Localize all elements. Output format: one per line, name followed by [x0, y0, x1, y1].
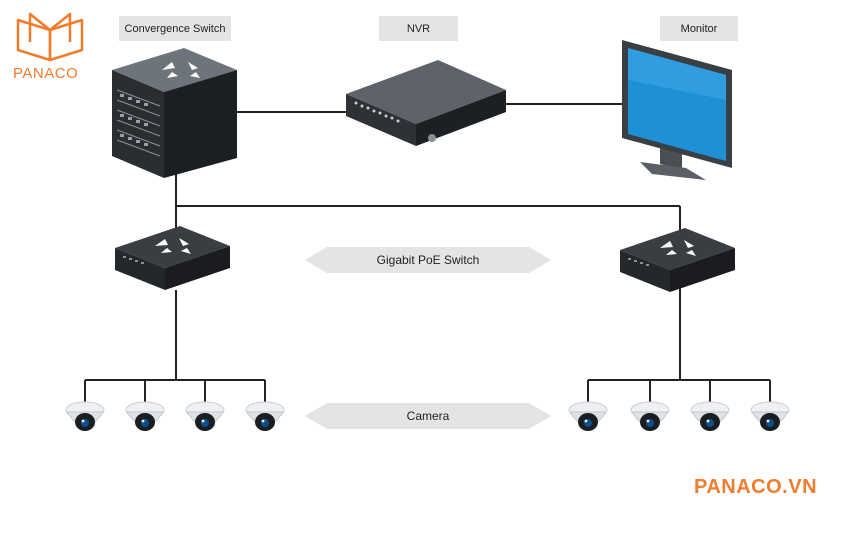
- dome-camera-icon: [185, 400, 225, 436]
- dome-camera-icon: [568, 400, 608, 436]
- panaco-logo: PANACO: [10, 10, 90, 85]
- double-arrow-shape: [305, 403, 551, 429]
- monitor-label: Monitor: [660, 16, 738, 41]
- poe-switch-icon: [620, 228, 735, 292]
- dome-camera-icon: [125, 400, 165, 436]
- brand-url: PANACO.VN: [694, 476, 818, 498]
- dome-camera-icon: [750, 400, 790, 436]
- convergence-switch-icon: [112, 48, 237, 178]
- gigabit-poe-switch-label: Gigabit PoE Switch: [305, 247, 551, 273]
- dome-camera-icon: [245, 400, 285, 436]
- nvr-label: NVR: [379, 16, 458, 41]
- camera-label: Camera: [305, 403, 551, 429]
- logo-text: PANACO: [13, 65, 79, 82]
- poe-switch-icon: [115, 226, 230, 290]
- convergence-switch-label: Convergence Switch: [119, 16, 231, 41]
- dome-camera-icon: [690, 400, 730, 436]
- dome-camera-icon: [65, 400, 105, 436]
- double-arrow-shape: [305, 247, 551, 273]
- dome-camera-icon: [630, 400, 670, 436]
- open-book-logo-icon: [16, 12, 84, 62]
- monitor-icon: [622, 40, 732, 180]
- nvr-icon: [346, 60, 506, 146]
